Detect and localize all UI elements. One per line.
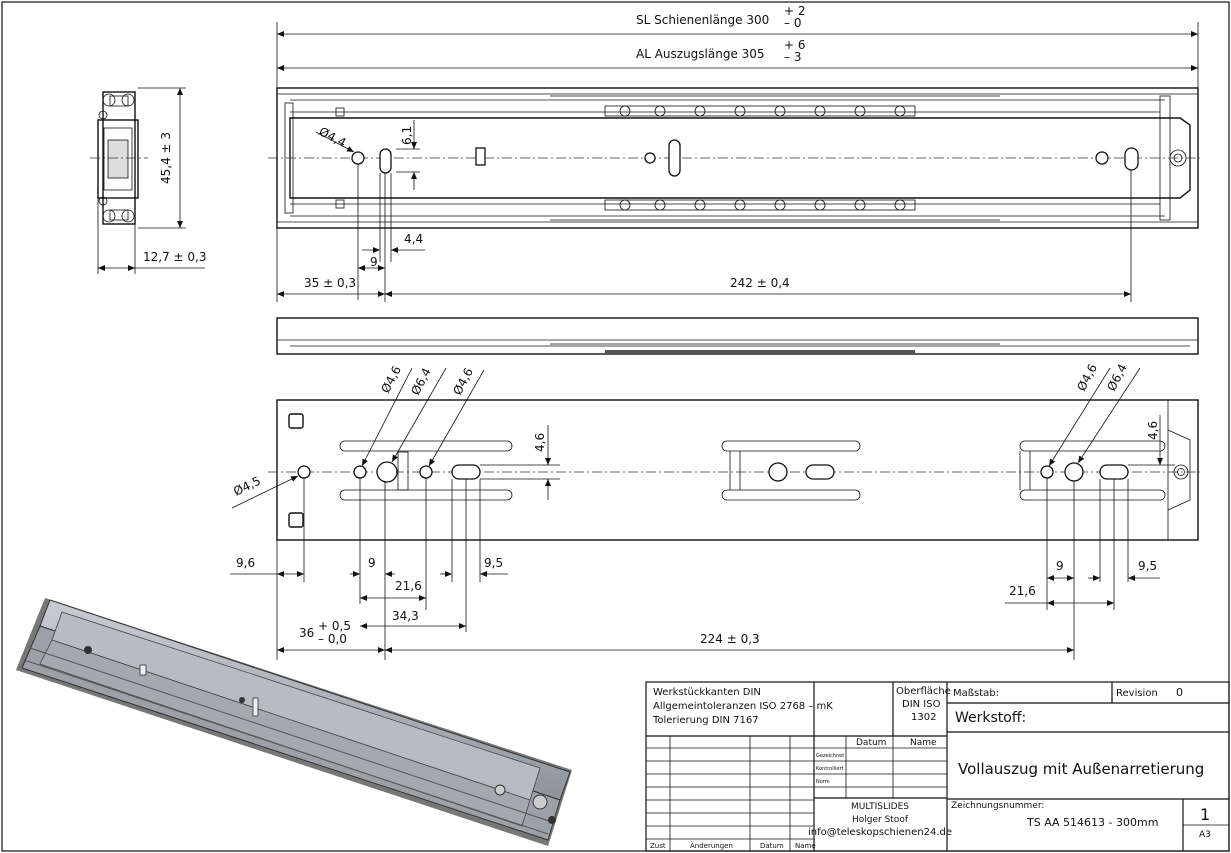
dim-36-upper: + 0,5 — [318, 619, 351, 633]
sl-tol-upper: + 2 — [784, 4, 806, 18]
top-dia-44: Ø4,4 — [317, 124, 349, 150]
date-header: Datum — [856, 738, 886, 748]
material-label: Werkstoff: — [955, 710, 1026, 726]
mounting-hole — [351, 151, 365, 165]
drawing-title: Vollauszug mit Außenarretierung — [958, 760, 1204, 778]
ball-cage-top — [604, 105, 916, 117]
col-date: Datum — [760, 842, 784, 850]
top-view-dimensions: Ø4,4 6,1 4,4 9 35 ± 0,3 242 ± 0,4 — [276, 120, 1132, 302]
dia-46-b: Ø4,6 — [450, 366, 476, 398]
cross-width-dim: 12,7 ± 0,3 — [143, 250, 207, 264]
dim-36-lower: – 0,0 — [318, 632, 347, 646]
top-dim-61: 6,1 — [400, 126, 414, 145]
dim-95-left: 9,5 — [484, 556, 503, 570]
dim-36: 36 — [299, 626, 314, 640]
surface-value-2: 1302 — [911, 712, 936, 723]
dim-9-left: 9 — [368, 556, 376, 570]
cross-section-view: 45,4 ± 3 12,7 ± 0,3 — [90, 87, 207, 274]
rail-3d-illustration — [16, 598, 572, 846]
al-tol-upper: + 6 — [784, 38, 806, 52]
dia-64-a: Ø6,4 — [408, 366, 434, 398]
surface-label: Oberfläche — [896, 686, 951, 697]
sl-label: SL Schienenlänge 300 — [636, 13, 769, 27]
top-dim-242: 242 ± 0,4 — [730, 276, 790, 290]
overall-length-dimensions: SL Schienenlänge 300 + 2 – 0 AL Auszugsl… — [276, 4, 1199, 92]
ball-cage-bottom — [604, 199, 916, 211]
revision-label: Revision — [1116, 688, 1158, 699]
revision-value: 0 — [1176, 686, 1183, 699]
dim-96: 9,6 — [236, 556, 255, 570]
company-person: Holger Stoof — [852, 815, 909, 825]
top-dim-9: 9 — [370, 255, 378, 269]
dim-224: 224 ± 0,3 — [700, 632, 760, 646]
bottom-view-dimensions: Ø4,6 Ø6,4 Ø4,6 Ø4,5 Ø4,6 Ø6,4 4,6 4,6 9,… — [230, 362, 1175, 660]
dim-46-right: 4,6 — [1146, 421, 1160, 440]
mounting-slot — [379, 148, 392, 174]
general-note-3: Tolerierung DIN 7167 — [652, 715, 759, 726]
top-dim-44: 4,4 — [404, 232, 423, 246]
drawing-number-label: Zeichnungsnummer: — [951, 801, 1044, 811]
top-view-rail — [268, 87, 1200, 229]
title-block: Werkstückkanten DIN Allgemeintoleranzen … — [645, 681, 1230, 852]
dim-95-right: 9,5 — [1138, 559, 1157, 573]
dim-216-right: 21,6 — [1009, 584, 1036, 598]
general-note-2: Allgemeintoleranzen ISO 2768 – mK — [653, 701, 833, 712]
side-view-rail — [276, 317, 1199, 355]
sheet-number: 1 — [1200, 805, 1210, 824]
row-drawn: Gezeichnet — [816, 753, 844, 759]
drawing-number: TS AA 514613 - 300mm — [1026, 816, 1158, 829]
col-changes: Änderungen — [690, 841, 733, 850]
surface-value-1: DIN ISO — [902, 699, 941, 710]
dim-216-left: 21,6 — [395, 579, 422, 593]
row-checked: Kontrolliert — [816, 766, 844, 772]
scale-label: Maßstab: — [953, 688, 999, 699]
company-name: MULTISLIDES — [851, 802, 909, 812]
col-zust: Zust — [650, 842, 666, 850]
name-header: Name — [910, 738, 937, 748]
dim-9-right: 9 — [1056, 559, 1064, 573]
sl-tol-lower: – 0 — [784, 16, 801, 30]
general-note-1: Werkstückkanten DIN — [653, 687, 761, 698]
company-email: info@teleskopschienen24.de — [808, 827, 952, 838]
col-name: Name — [795, 842, 816, 850]
bottom-view-rail — [268, 399, 1200, 541]
top-dim-35: 35 ± 0,3 — [304, 276, 356, 290]
dim-46-left: 4,6 — [533, 433, 547, 452]
sheet-format: A3 — [1199, 830, 1211, 840]
dim-343: 34,3 — [392, 609, 419, 623]
row-norm: Norm — [816, 779, 830, 785]
cross-height-dim: 45,4 ± 3 — [159, 132, 173, 184]
al-tol-lower: – 3 — [784, 50, 801, 64]
al-label: AL Auszugslänge 305 — [636, 47, 765, 61]
dia-46-r: Ø4,6 — [1074, 362, 1100, 394]
